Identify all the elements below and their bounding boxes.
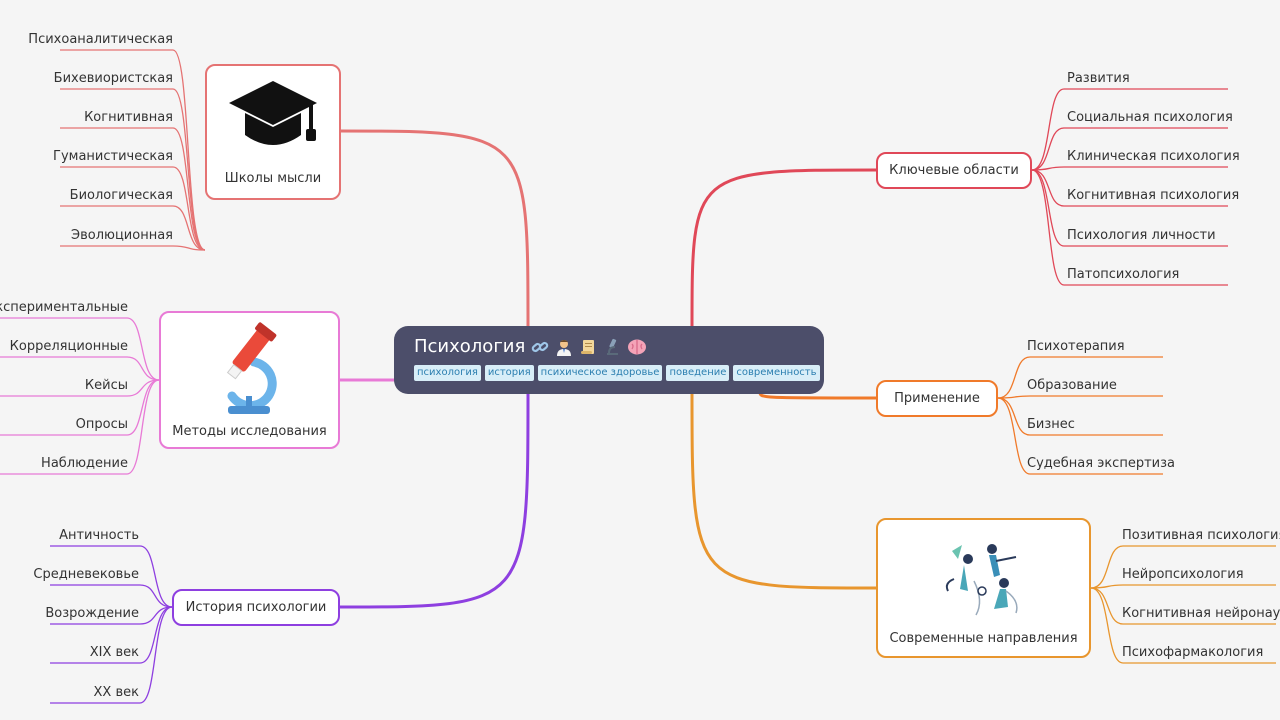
leaf-connector-areas <box>1031 169 1228 207</box>
leaf-connector-application <box>997 356 1163 399</box>
leaf-connector-modern <box>1090 545 1276 589</box>
topic-label: Ключевые области <box>889 163 1019 178</box>
leaf-connector-areas <box>1031 127 1228 171</box>
leaf-topic-application[interactable]: Бизнес <box>1027 417 1075 432</box>
leaf-connector-modern <box>1090 587 1276 625</box>
leaf-topic-areas[interactable]: Патопсихология <box>1067 267 1180 282</box>
topic-label: Методы исследования <box>172 423 327 439</box>
leaf-topic-history[interactable]: Возрождение <box>45 606 139 621</box>
leaf-connector-schools <box>60 127 206 251</box>
branch-connector-areas <box>690 168 877 329</box>
topic-application[interactable]: Применение <box>876 380 998 417</box>
link-icon <box>531 338 549 356</box>
leaf-topic-schools[interactable]: Эволюционная <box>71 228 173 243</box>
root-tag[interactable]: поведение <box>666 365 730 381</box>
leaf-topic-schools[interactable]: Гуманистическая <box>53 149 173 164</box>
microscope-icon <box>210 321 290 418</box>
leaf-connector-methods <box>0 379 160 436</box>
leaf-topic-schools[interactable]: Биологическая <box>69 188 173 203</box>
topic-research-methods[interactable]: Методы исследования <box>159 311 340 449</box>
leaf-topic-schools[interactable]: Психоаналитическая <box>28 32 173 47</box>
leaf-topic-areas[interactable]: Клиническая психология <box>1067 149 1240 164</box>
leaf-topic-history[interactable]: Средневековье <box>33 567 139 582</box>
leaf-connector-methods <box>0 379 160 475</box>
leaf-topic-schools[interactable]: Бихевиористская <box>53 71 173 86</box>
leaf-topic-schools[interactable]: Когнитивная <box>84 110 173 125</box>
topic-label: История психологии <box>185 600 327 615</box>
leaf-topic-modern[interactable]: Нейропсихология <box>1122 567 1244 582</box>
branch-connector-modern <box>690 391 877 590</box>
leaf-connector-areas <box>1031 88 1228 171</box>
topic-modern-directions[interactable]: Современные направления <box>876 518 1091 658</box>
leaf-topic-application[interactable]: Психотерапия <box>1027 339 1125 354</box>
leaf-topic-methods[interactable]: Наблюдение <box>41 456 128 471</box>
leaf-topic-methods[interactable]: Кейсы <box>84 378 128 393</box>
branch-connector-schools <box>339 129 530 329</box>
leaf-connector-areas <box>1031 169 1228 247</box>
leaf-connector-history <box>50 545 173 608</box>
leaf-connector-modern <box>1090 587 1276 664</box>
topic-schools-of-thought[interactable]: Школы мысли <box>205 64 341 200</box>
leaf-connector-schools <box>60 49 206 251</box>
leaf-connector-methods <box>0 379 160 397</box>
leaf-topic-modern[interactable]: Когнитивная нейронаука <box>1122 606 1280 621</box>
doctor-icon <box>555 338 573 356</box>
topic-label: Применение <box>894 391 980 406</box>
leaf-topic-areas[interactable]: Социальная психология <box>1067 110 1233 125</box>
scroll-icon <box>579 338 597 356</box>
leaf-connector-history <box>50 606 173 625</box>
leaf-connector-history <box>50 584 173 608</box>
leaf-topic-history[interactable]: XIX век <box>89 645 139 660</box>
leaf-connector-schools <box>60 205 206 251</box>
leaf-topic-application[interactable]: Образование <box>1027 378 1117 393</box>
leaf-topic-history[interactable]: XX век <box>93 685 139 700</box>
leaf-connector-schools <box>60 88 206 251</box>
brain-icon <box>627 338 647 356</box>
leaf-connector-application <box>997 397 1163 475</box>
root-tag[interactable]: психология <box>414 365 481 381</box>
people-illustration-icon <box>934 531 1034 621</box>
leaf-connector-methods <box>0 317 160 381</box>
leaf-connector-modern <box>1090 584 1276 589</box>
branch-connector-history <box>339 391 530 609</box>
topic-key-areas[interactable]: Ключевые области <box>876 152 1032 189</box>
leaf-connector-history <box>50 606 173 704</box>
leaf-topic-areas[interactable]: Когнитивная психология <box>1067 188 1240 203</box>
leaf-topic-methods[interactable]: Опросы <box>75 417 128 432</box>
microscope-emoji-icon <box>603 338 621 356</box>
root-title: Психология <box>414 336 526 357</box>
leaf-topic-methods[interactable]: Корреляционные <box>9 339 128 354</box>
topic-history-of-psychology[interactable]: История психологии <box>172 589 340 626</box>
leaf-connector-schools <box>60 166 206 251</box>
leaf-topic-methods[interactable]: Экспериментальные <box>0 300 128 315</box>
leaf-topic-areas[interactable]: Развития <box>1067 71 1130 86</box>
topic-label: Школы мысли <box>224 170 322 186</box>
root-tag[interactable]: история <box>484 365 534 381</box>
leaf-connector-application <box>997 397 1163 436</box>
root-tag[interactable]: современность <box>733 365 820 381</box>
leaf-topic-modern[interactable]: Позитивная психология <box>1122 528 1280 543</box>
leaf-topic-areas[interactable]: Психология личности <box>1067 228 1216 243</box>
leaf-connector-history <box>50 606 173 664</box>
leaf-topic-history[interactable]: Античность <box>59 528 139 543</box>
leaf-connector-methods <box>0 356 160 381</box>
leaf-connector-areas <box>1031 166 1228 171</box>
leaf-topic-modern[interactable]: Психофармакология <box>1122 645 1264 660</box>
root-tag[interactable]: психическое здоровье <box>537 365 663 381</box>
leaf-connector-schools <box>60 245 206 251</box>
graduation-cap-icon <box>227 79 319 163</box>
leaf-connector-areas <box>1031 169 1228 286</box>
leaf-connector-application <box>997 395 1163 399</box>
leaf-topic-application[interactable]: Судебная экспертиза <box>1027 456 1175 471</box>
topic-label: Современные направления <box>889 630 1078 646</box>
